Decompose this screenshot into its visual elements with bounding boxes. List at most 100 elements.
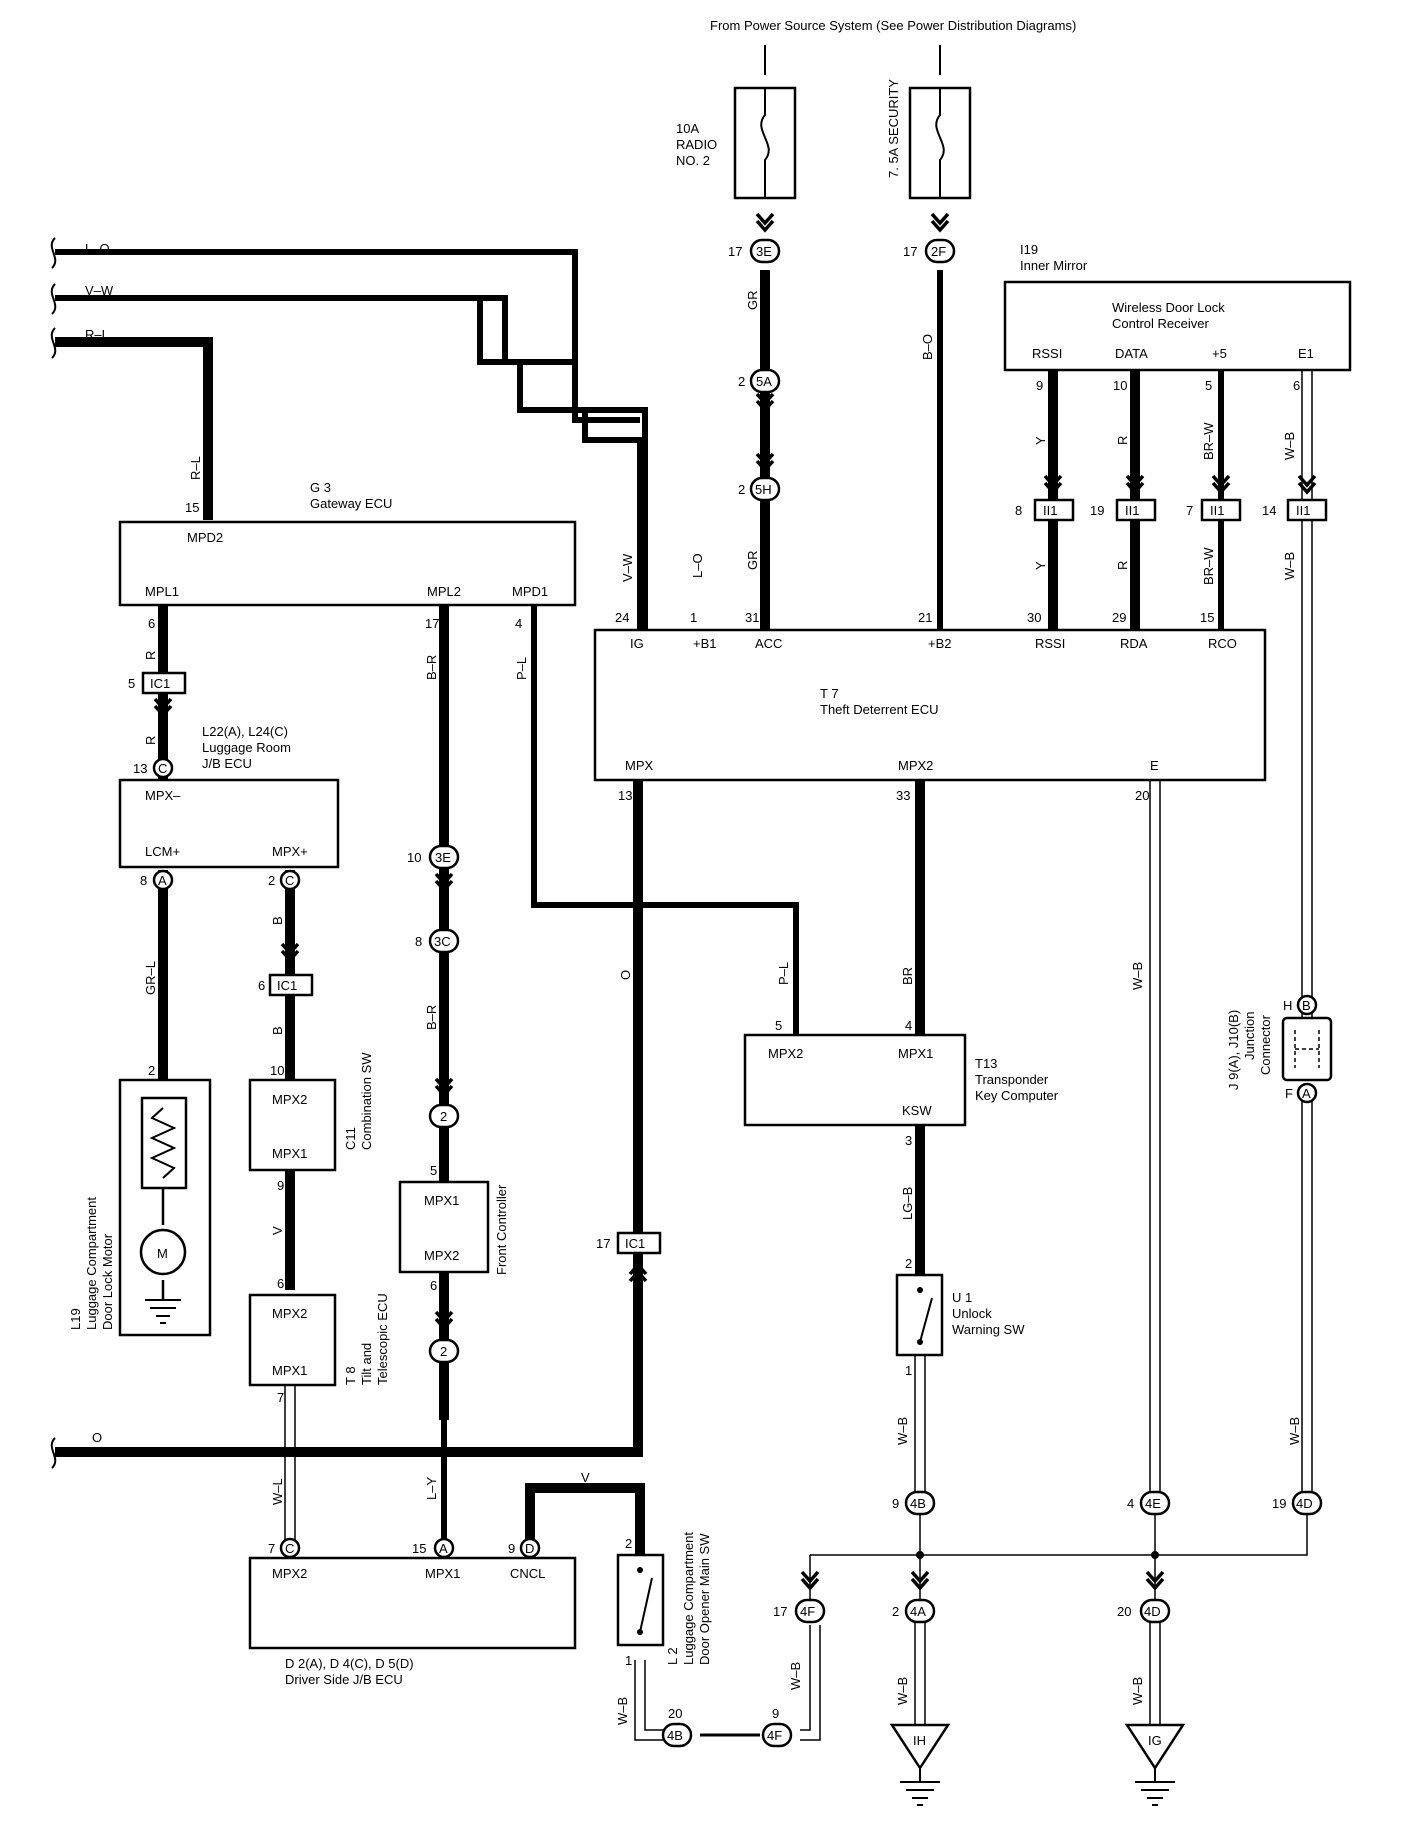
- svg-text:2: 2: [440, 1344, 447, 1359]
- fc-name: Front Controller: [494, 1184, 509, 1275]
- pin-plus5: +5: [1212, 346, 1227, 361]
- pin-5: 5: [1205, 378, 1212, 393]
- pin-csw-9: 9: [277, 1178, 284, 1193]
- tilt-mpx2: MPX2: [272, 1306, 307, 1321]
- wire-o: [55, 780, 643, 1457]
- svg-text:3C: 3C: [434, 934, 451, 949]
- u1-name1: Unlock: [952, 1306, 992, 1321]
- lbl-v-w-2: V–W: [620, 553, 635, 582]
- lbl-r-2: R: [1115, 561, 1130, 570]
- lbl-r-l-2: R–L: [188, 456, 203, 480]
- svg-text:14: 14: [1262, 503, 1276, 518]
- pin-t-21: 21: [918, 610, 932, 625]
- motor-name1: Luggage Compartment: [84, 1197, 99, 1330]
- csw-mpx2: MPX2: [272, 1092, 307, 1107]
- svg-text:2: 2: [440, 1109, 447, 1124]
- l2-name2: Door Opener Main SW: [697, 1533, 712, 1665]
- lug-mpx-minus: MPX–: [145, 788, 181, 803]
- svg-text:3E: 3E: [756, 244, 772, 259]
- pin-u1-2: 2: [905, 1256, 912, 1271]
- conn-h-b: BH: [1283, 994, 1318, 1016]
- svg-text:2: 2: [738, 482, 745, 497]
- tr-mpx1: MPX1: [898, 1046, 933, 1061]
- lbl-wb-4f: W–B: [788, 1662, 803, 1690]
- tr-ref: T13: [975, 1056, 997, 1071]
- svg-text:9: 9: [508, 1541, 515, 1556]
- svg-text:H: H: [1283, 998, 1292, 1013]
- gateway-ref: G 3: [310, 480, 331, 495]
- lbl-p-l-2: P–L: [776, 962, 791, 985]
- svg-text:5A: 5A: [756, 374, 772, 389]
- u1-name2: Warning SW: [952, 1322, 1025, 1337]
- lbl-wb-4a: W–B: [895, 1677, 910, 1705]
- transponder-box: [743, 1033, 967, 1127]
- ground-ig: IG: [1124, 1723, 1186, 1806]
- theft-ref: T 7: [820, 686, 839, 701]
- svg-text:20: 20: [1117, 1604, 1131, 1619]
- luggage-room-jb-box: [118, 778, 340, 869]
- svg-text:17: 17: [728, 244, 742, 259]
- svg-text:C: C: [285, 1541, 294, 1556]
- lbl-l-o-2: L–O: [690, 553, 705, 578]
- ground-drops: [809, 1515, 1156, 1600]
- t-rco: RCO: [1208, 636, 1237, 651]
- pin-t-20: 20: [1135, 788, 1149, 803]
- pin-l2-1: 1: [625, 1653, 632, 1668]
- motor-ref: L19: [68, 1308, 83, 1330]
- mirror-ref: I19: [1020, 242, 1038, 257]
- svg-text:D: D: [525, 1541, 534, 1556]
- conn-3e-top: 3E 17: [728, 238, 781, 264]
- ground-bus: [810, 1515, 1308, 1556]
- lbl-wb-1: W–B: [1282, 432, 1297, 460]
- pin-tr-3: 3: [905, 1133, 912, 1148]
- lbl-v-cncl: V: [581, 1470, 590, 1485]
- csw-mpx1: MPX1: [272, 1146, 307, 1161]
- djb-cncl: CNCL: [510, 1566, 545, 1581]
- pin-tilt-7: 7: [277, 1390, 284, 1405]
- svg-text:4D: 4D: [1144, 1604, 1161, 1619]
- l2-name1: Luggage Compartment: [681, 1532, 696, 1665]
- conn-d-9: D9: [508, 1537, 541, 1559]
- svg-text:7: 7: [268, 1541, 275, 1556]
- tilt-name2: Telescopic ECU: [375, 1293, 390, 1385]
- svg-text:C: C: [285, 873, 294, 888]
- theft-name: Theft Deterrent ECU: [820, 702, 939, 717]
- conn-2-upper: 2: [428, 1103, 460, 1129]
- t-b2: +B2: [928, 636, 952, 651]
- pin-rssi: RSSI: [1032, 346, 1062, 361]
- csw-ref: C11: [343, 1127, 358, 1150]
- lbl-b-2: B: [270, 1026, 285, 1035]
- lbl-l-o: L–O: [85, 241, 110, 256]
- svg-text:A: A: [439, 1541, 448, 1556]
- junction-connector-box: [1281, 1016, 1333, 1082]
- ground-ih: IH: [889, 1723, 951, 1806]
- wire-v-w-a: [55, 295, 640, 423]
- wire-p-l: [531, 605, 799, 1035]
- tilt-ref: T 8: [343, 1366, 358, 1385]
- svg-text:17: 17: [773, 1604, 787, 1619]
- svg-text:6: 6: [258, 978, 265, 993]
- pin-u1-1: 1: [905, 1363, 912, 1378]
- front-controller-box: [398, 1180, 490, 1274]
- lug-ref: L22(A), L24(C): [202, 724, 288, 739]
- wireless-receiver-box: [1003, 280, 1352, 372]
- lbl-wb-opener: W–B: [615, 1697, 630, 1725]
- wire-v-w: [55, 295, 643, 630]
- lbl-lg-b: LG–B: [900, 1187, 915, 1220]
- pin-t-24: 24: [615, 610, 629, 625]
- svg-text:2: 2: [892, 1604, 899, 1619]
- lbl-r-gw: R: [143, 651, 158, 660]
- lbl-o-2: O: [92, 1430, 102, 1445]
- svg-text:IC1: IC1: [277, 978, 297, 993]
- gw-mpl1: MPL1: [145, 584, 179, 599]
- svg-text:IC1: IC1: [625, 1236, 645, 1251]
- tilt-mpx1: MPX1: [272, 1363, 307, 1378]
- gateway-ecu-box: [118, 520, 577, 607]
- fuse-radio-name2: NO. 2: [676, 153, 710, 168]
- t-ig: IG: [630, 636, 644, 651]
- mirror-title2: Control Receiver: [1112, 316, 1209, 331]
- pin-e1: E1: [1298, 346, 1314, 361]
